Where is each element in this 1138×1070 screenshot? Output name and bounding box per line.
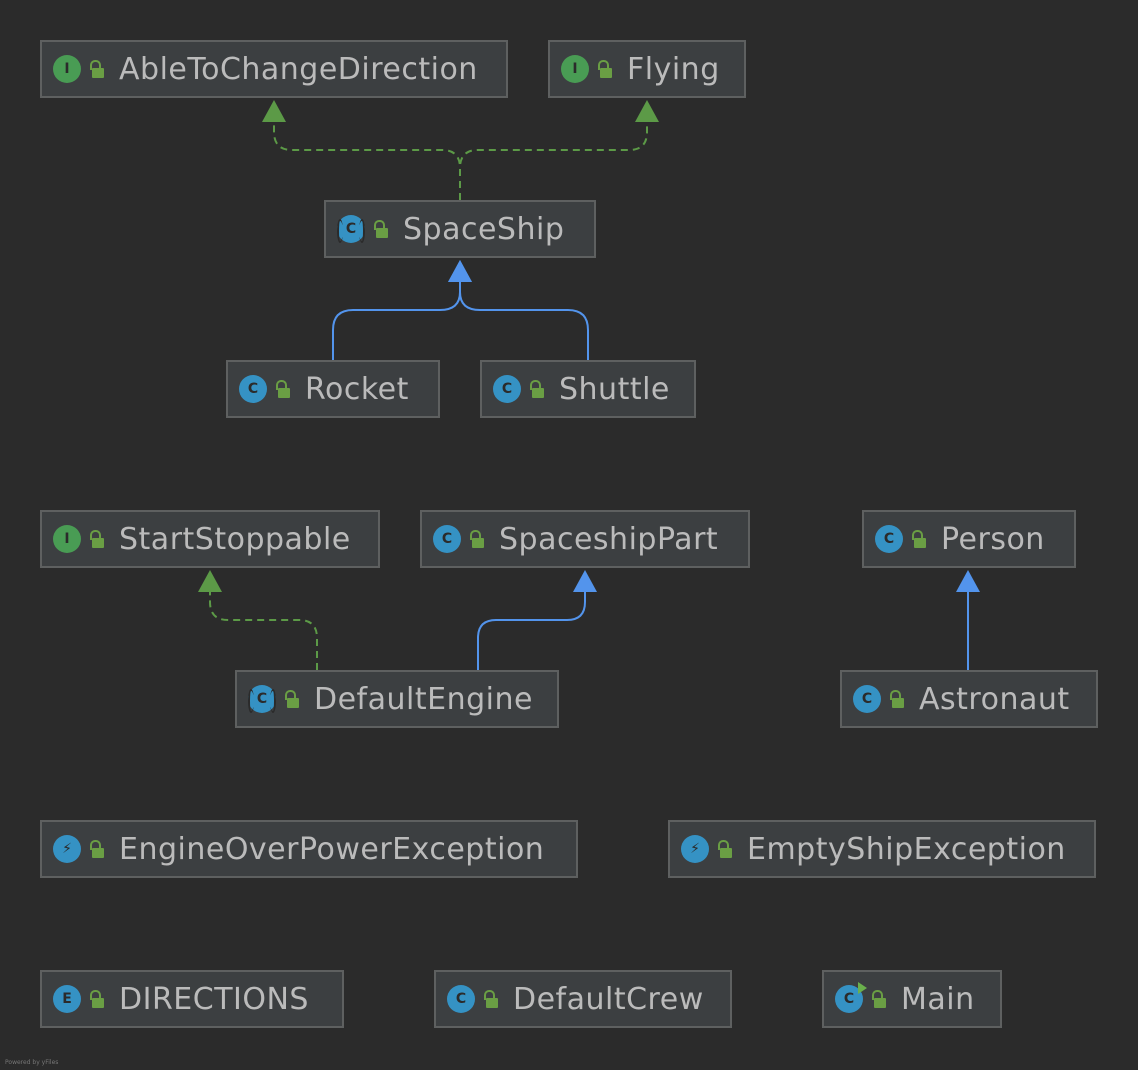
node-astronaut[interactable]: C Astronaut (840, 670, 1098, 728)
node-able[interactable]: I AbleToChangeDirection (40, 40, 508, 98)
public-lock-icon (889, 688, 905, 710)
node-label: Flying (627, 51, 720, 87)
edge-defaultengine-to-spaceshippart (477, 590, 586, 670)
node-label: EngineOverPowerException (119, 831, 545, 867)
node-emptyship[interactable]: ⚡ EmptyShipException (668, 820, 1096, 878)
node-directions[interactable]: E DIRECTIONS (40, 970, 344, 1028)
powered-by-text: Powered by yFiles (5, 1059, 59, 1066)
exception-icon: ⚡ (53, 835, 81, 863)
node-defaultengine[interactable]: C DefaultEngine (235, 670, 559, 728)
interface-icon: I (53, 55, 81, 83)
node-spaceshippart[interactable]: C SpaceshipPart (420, 510, 750, 568)
public-lock-icon (89, 838, 105, 860)
abstract-class-icon: C (248, 685, 276, 713)
node-label: DefaultCrew (513, 981, 704, 1017)
node-rocket[interactable]: C Rocket (226, 360, 440, 418)
public-lock-icon (284, 688, 300, 710)
arrowhead-defaultengine-to-startstoppable (198, 570, 222, 592)
public-lock-icon (529, 378, 545, 400)
node-spaceship[interactable]: C SpaceShip (324, 200, 596, 258)
class-icon: C (447, 985, 475, 1013)
public-lock-icon (89, 58, 105, 80)
edge-defaultengine-to-startstoppable (209, 590, 318, 670)
class-icon: C (239, 375, 267, 403)
class-icon: C (433, 525, 461, 553)
arrowhead-astronaut-to-person (956, 570, 980, 592)
exception-icon: ⚡ (681, 835, 709, 863)
class-icon: C (875, 525, 903, 553)
public-lock-icon (483, 988, 499, 1010)
node-defaultcrew[interactable]: C DefaultCrew (434, 970, 732, 1028)
arrowhead-shuttle-to-spaceship (448, 260, 472, 282)
public-lock-icon (717, 838, 733, 860)
interface-icon: I (561, 55, 589, 83)
node-label: Astronaut (919, 681, 1070, 717)
node-label: DefaultEngine (314, 681, 533, 717)
node-main[interactable]: C Main (822, 970, 1002, 1028)
class-icon: C (853, 685, 881, 713)
public-lock-icon (597, 58, 613, 80)
node-shuttle[interactable]: C Shuttle (480, 360, 696, 418)
edge-spaceship-to-flying (459, 120, 648, 200)
node-flying[interactable]: I Flying (548, 40, 746, 98)
public-lock-icon (275, 378, 291, 400)
arrowhead-defaultengine-to-spaceshippart (573, 570, 597, 592)
class-icon: C (493, 375, 521, 403)
node-label: SpaceshipPart (499, 521, 719, 557)
node-engineover[interactable]: ⚡ EngineOverPowerException (40, 820, 578, 878)
edge-shuttle-to-spaceship (459, 280, 589, 360)
edge-rocket-to-spaceship (332, 280, 461, 360)
public-lock-icon (911, 528, 927, 550)
public-lock-icon (89, 988, 105, 1010)
interface-icon: I (53, 525, 81, 553)
node-label: StartStoppable (119, 521, 351, 557)
node-label: EmptyShipException (747, 831, 1066, 867)
public-lock-icon (89, 528, 105, 550)
run-triangle-icon (858, 982, 867, 994)
edge-spaceship-to-able (273, 120, 461, 200)
arrowhead-spaceship-to-able (262, 100, 286, 122)
node-startstoppable[interactable]: I StartStoppable (40, 510, 380, 568)
node-person[interactable]: C Person (862, 510, 1076, 568)
public-lock-icon (373, 218, 389, 240)
arrowhead-spaceship-to-flying (635, 100, 659, 122)
public-lock-icon (469, 528, 485, 550)
node-label: DIRECTIONS (119, 981, 309, 1017)
node-label: Person (941, 521, 1045, 557)
node-label: Rocket (305, 371, 409, 407)
node-label: Shuttle (559, 371, 670, 407)
enum-icon: E (53, 985, 81, 1013)
public-lock-icon (871, 988, 887, 1010)
node-label: SpaceShip (403, 211, 565, 247)
node-label: Main (901, 981, 975, 1017)
abstract-class-icon: C (337, 215, 365, 243)
main-class-icon: C (835, 982, 867, 1013)
node-label: AbleToChangeDirection (119, 51, 478, 87)
